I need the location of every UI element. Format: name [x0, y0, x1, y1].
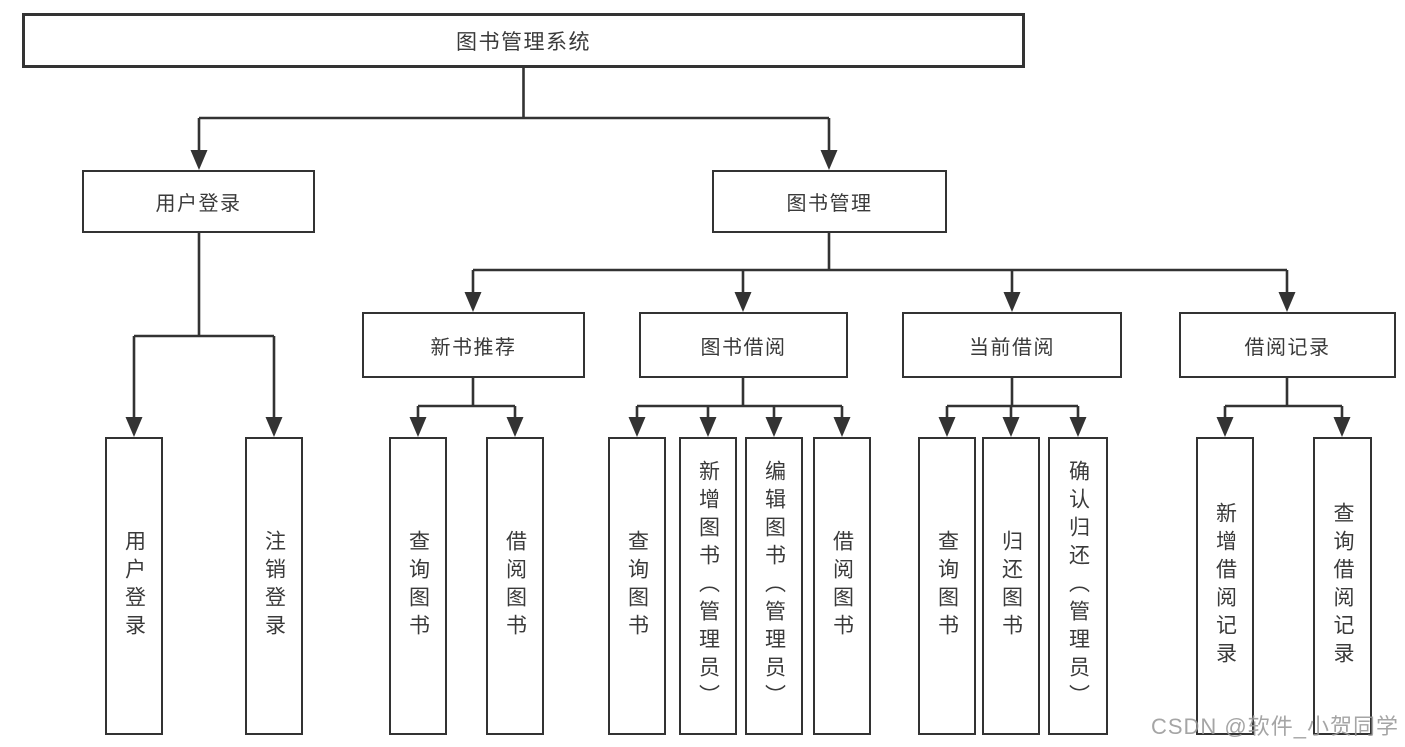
leaf-query-book-current: 查询图书 [918, 437, 976, 735]
leaf-add-book-admin: 新增图书（管理员） [679, 437, 737, 735]
connector-new-book-recommend-children [409, 378, 524, 437]
leaf-query-borrow-record: 查询借阅记录 [1313, 437, 1372, 735]
node-user-login: 用户登录 [82, 170, 315, 233]
leaf-logout-login: 注销登录 [245, 437, 303, 735]
node-borrow-record: 借阅记录 [1179, 312, 1396, 378]
connector-borrow-record-children [1216, 378, 1351, 437]
connector-current-borrow-children [938, 378, 1087, 437]
connector-user-login-children [125, 233, 283, 437]
node-new-book-recommend: 新书推荐 [362, 312, 585, 378]
leaf-borrow-book: 借阅图书 [813, 437, 871, 735]
node-book-management: 图书管理 [712, 170, 947, 233]
node-root: 图书管理系统 [22, 13, 1025, 68]
csdn-watermark: CSDN @软件_小贺同学 [1150, 714, 1399, 739]
leaf-add-borrow-record: 新增借阅记录 [1196, 437, 1254, 735]
leaf-borrow-book-recommend: 借阅图书 [486, 437, 544, 735]
node-current-borrow: 当前借阅 [902, 312, 1122, 378]
leaf-confirm-return-admin: 确认归还（管理员） [1048, 437, 1108, 735]
leaf-edit-book-admin: 编辑图书（管理员） [745, 437, 803, 735]
leaf-return-book: 归还图书 [982, 437, 1040, 735]
node-book-borrow: 图书借阅 [639, 312, 848, 378]
leaf-query-book-borrow: 查询图书 [608, 437, 666, 735]
leaf-query-book-recommend: 查询图书 [389, 437, 447, 735]
leaf-user-login: 用户登录 [105, 437, 163, 735]
connector-book-management-children [464, 233, 1296, 312]
connector-book-borrow-children [628, 378, 851, 437]
connector-root-to-level2 [190, 68, 838, 170]
